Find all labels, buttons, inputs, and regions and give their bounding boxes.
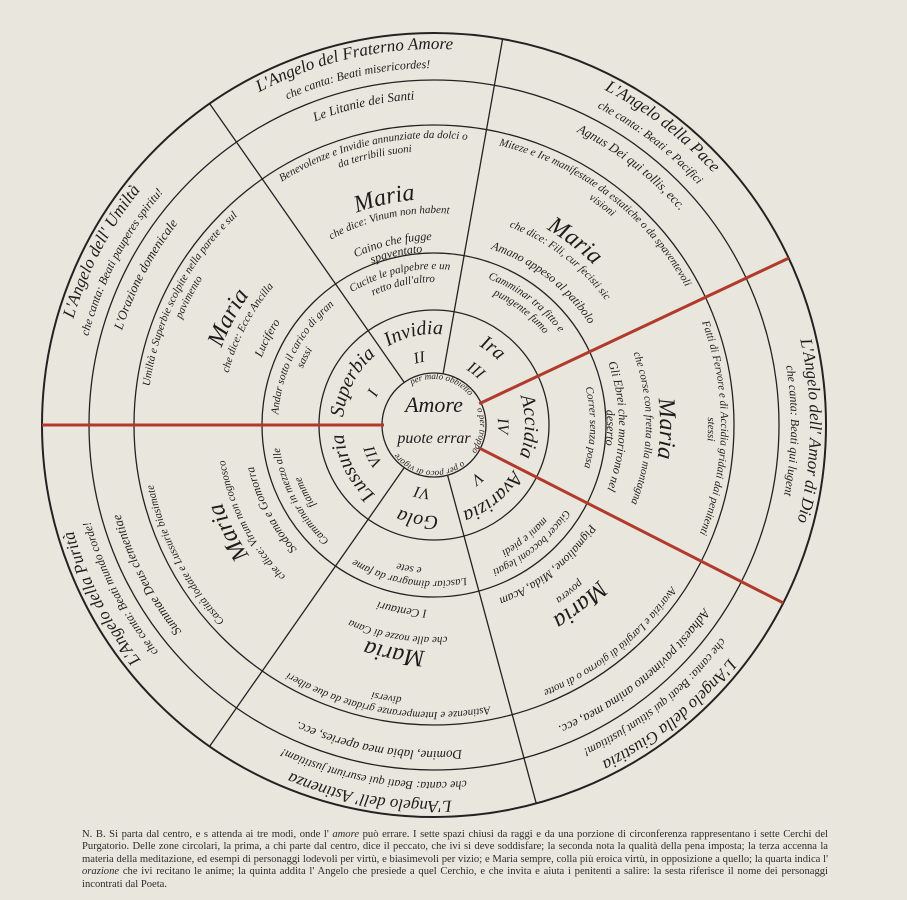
meditation-example: Gli Ebrei che morirono nel deserto (603, 359, 630, 497)
sector-numeral: VI (412, 482, 431, 502)
caption-text: può errare. I sette spazi chiusi da ragg… (82, 829, 828, 865)
footnote-caption: N. B. Si parta dal centro, e s attenda a… (82, 829, 828, 891)
meditation-text: Astinenze e Intemperanze gridate da due … (282, 668, 493, 721)
sector-numeral: V (466, 469, 486, 490)
penance-text: Cucite le palpebre e un retto dall'altro (347, 260, 453, 298)
sector-rays (42, 38, 790, 804)
sin-name: Ira (476, 331, 510, 365)
caption-amore: amore (332, 829, 360, 840)
sector-numeral: VII (361, 443, 386, 470)
sector-numeral: II (411, 349, 427, 368)
meditation-example: I Centauri (375, 598, 428, 620)
caption-text: che ivi recitano le anime; la quinta add… (82, 866, 828, 890)
center-label: Amore puote errar (396, 392, 471, 447)
sin-name: Gola (393, 504, 438, 533)
center-amore: Amore (403, 392, 463, 417)
meditation-text: che alle nozze di Cana (346, 617, 448, 646)
meditation-text: che corse con fretta alla montagna (628, 350, 655, 507)
sin-name: Lussuria (326, 433, 379, 507)
sector-ray (442, 38, 504, 374)
sector-numeral: III (463, 358, 488, 383)
sin-name: Superbia (326, 342, 379, 418)
center-arc-text: o per poco di vigore (391, 452, 467, 479)
sector-ray (209, 103, 405, 383)
red-ray (478, 256, 790, 406)
prayer-text: Summae Deus clementiae (109, 513, 184, 639)
meditation-text: Benevolenze e Invidie annunziate da dolc… (277, 129, 471, 184)
sin-name: Accidia (515, 390, 542, 461)
red-ray (477, 446, 784, 605)
angel-name: L'Angelo della Pace (602, 76, 725, 176)
center-puote-errar: puote errar (396, 430, 471, 447)
sin-name: Invidia (379, 317, 443, 351)
penance-text: Correr senza posa (581, 385, 599, 470)
sector-ray (446, 475, 537, 804)
sector-numeral: I (364, 386, 382, 400)
penance-text: Lasciar dimagrar da fame e sete (347, 555, 469, 590)
caption-orazione: orazione (82, 866, 120, 878)
sector-numeral: IV (493, 417, 511, 437)
sector-ray (209, 467, 405, 747)
prayer-text: Le Litanie dei Santi (310, 88, 415, 125)
caption-text: N. B. Si parta dal centro, e s attenda a… (82, 829, 333, 840)
maria-label: Maria (652, 396, 681, 461)
beatitude-text: che canta: Beati qui lugent (781, 364, 802, 498)
penance-text: Andar sotto il carico di gran sassi (269, 296, 338, 416)
